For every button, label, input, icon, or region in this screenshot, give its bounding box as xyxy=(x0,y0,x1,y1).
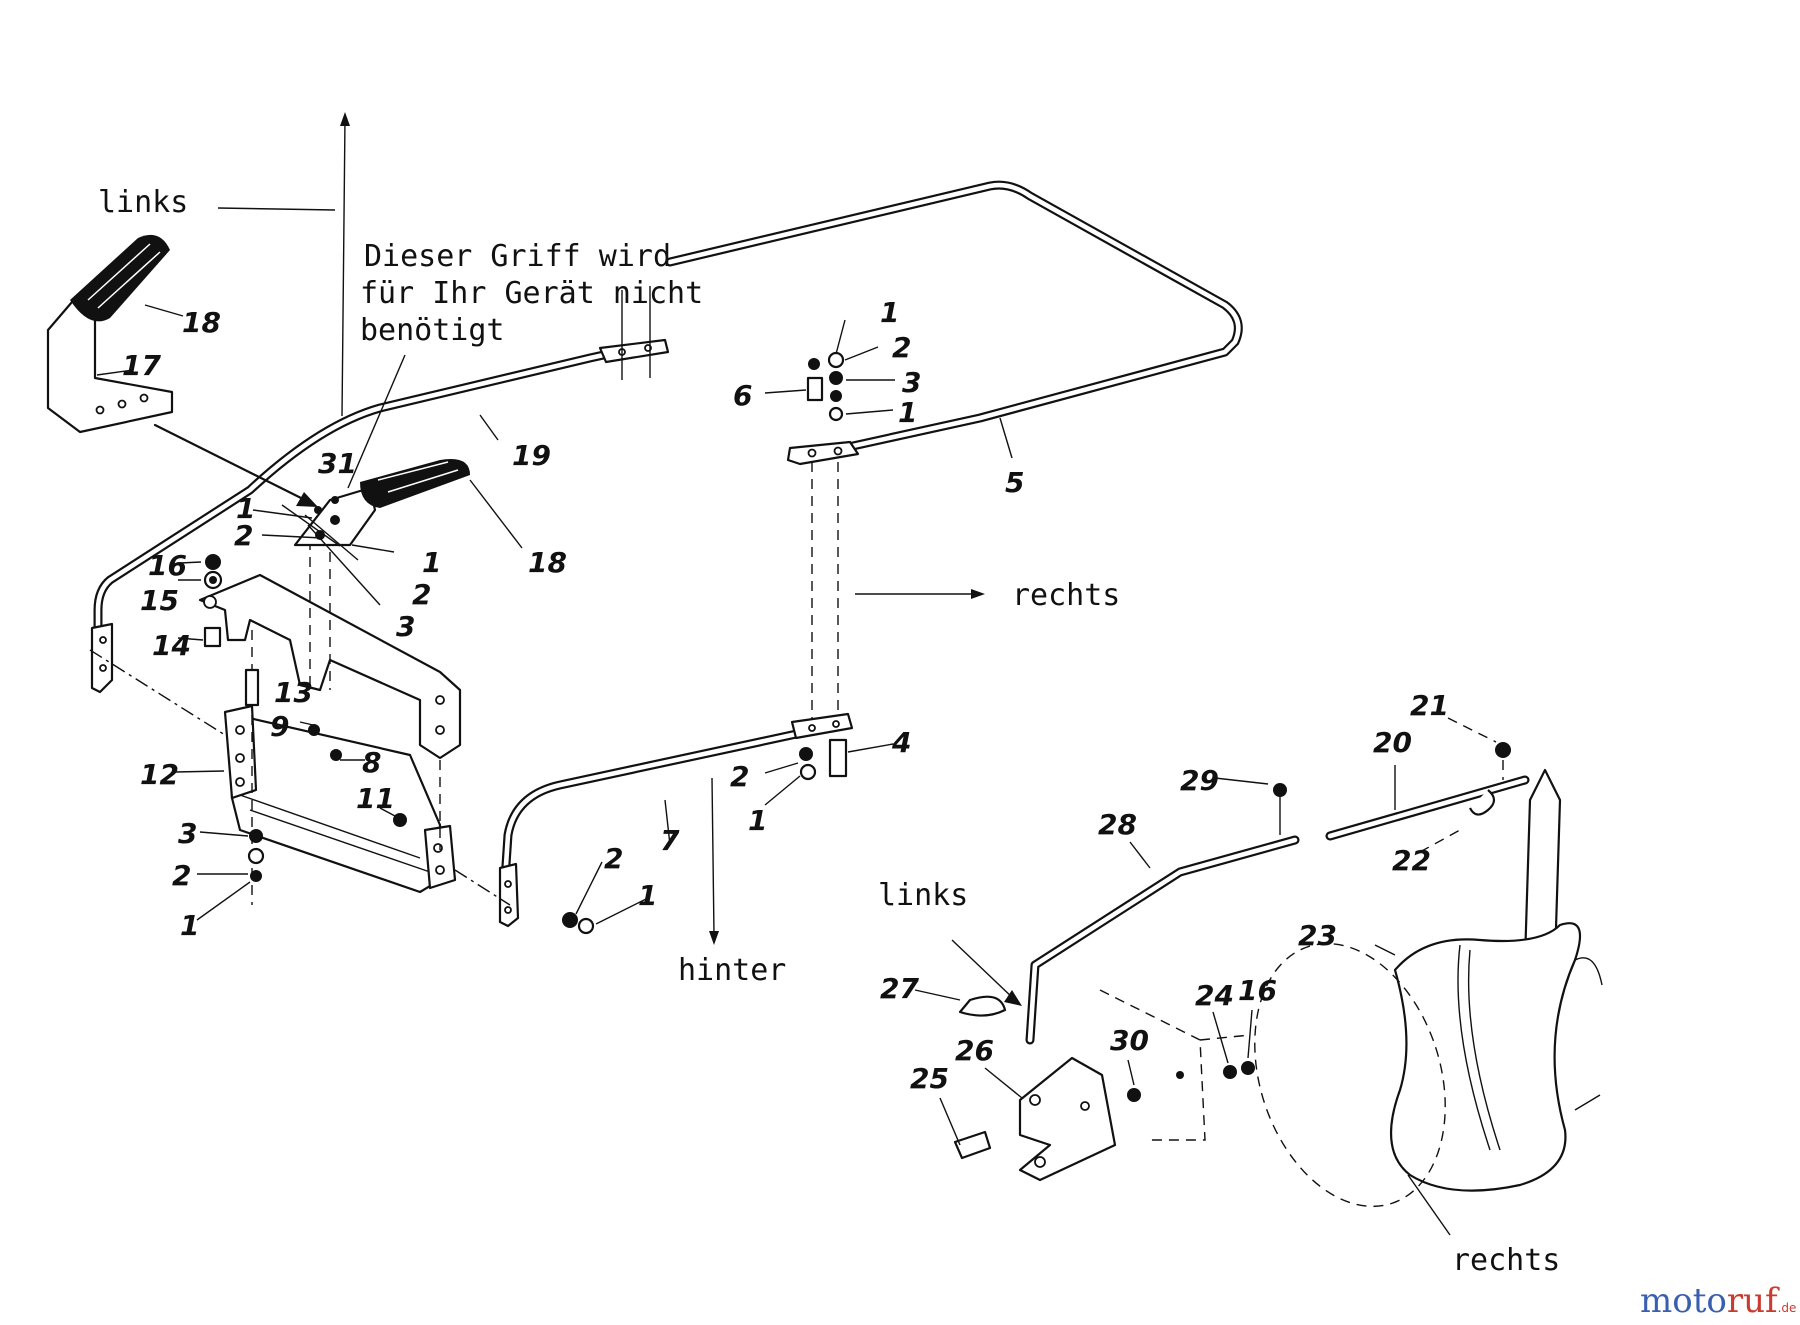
mount-plate xyxy=(198,535,462,905)
watermark-suffix: .de xyxy=(1778,1301,1797,1315)
callout-7: 7 xyxy=(660,824,680,857)
callout-16-left: 16 xyxy=(148,549,187,582)
callout-25: 25 xyxy=(910,1062,949,1095)
watermark-part-1: moto xyxy=(1640,1281,1727,1321)
bracket-12 xyxy=(89,649,511,906)
wheel xyxy=(1254,942,1451,1236)
callout-2-f: 2 xyxy=(730,760,749,793)
callout-18-right: 18 xyxy=(528,546,567,579)
note-line-2: für Ihr Gerät nicht xyxy=(360,276,703,311)
callout-11: 11 xyxy=(356,782,395,815)
direction-labels: links rechts hinter links rechts xyxy=(98,185,1560,1278)
callout-numbers: 18 17 19 31 18 1 2 1 2 3 16 15 14 13 9 8… xyxy=(122,296,1449,1095)
rod-28 xyxy=(951,783,1300,1045)
callout-15: 15 xyxy=(140,584,179,617)
callout-3-c: 3 xyxy=(902,366,921,399)
callout-4: 4 xyxy=(891,726,911,759)
callout-16-right: 16 xyxy=(1238,974,1277,1007)
grass-bag-23 xyxy=(1389,768,1603,1192)
callout-2-d: 2 xyxy=(604,842,623,875)
callout-6: 6 xyxy=(733,379,752,412)
rod-vertical xyxy=(811,462,839,720)
note-line-3: benötigt xyxy=(360,313,505,348)
callout-1-g: 1 xyxy=(748,804,767,837)
callout-18-left: 18 xyxy=(182,306,221,339)
note-text: Dieser Griff wird für Ihr Gerät nicht be… xyxy=(347,239,703,489)
label-hinter: hinter xyxy=(678,953,786,988)
leader-lines xyxy=(96,304,1497,1146)
callout-1-f: 1 xyxy=(898,396,917,429)
callout-22: 22 xyxy=(1392,844,1431,877)
callout-13: 13 xyxy=(274,676,313,709)
callout-2-e: 2 xyxy=(892,331,911,364)
callout-2-a: 2 xyxy=(234,519,253,552)
rod-19 xyxy=(90,286,670,694)
callout-21: 21 xyxy=(1410,689,1449,722)
label-links-bottom: links xyxy=(878,878,968,913)
note-line-1: Dieser Griff wird xyxy=(364,239,671,274)
callout-8: 8 xyxy=(362,746,381,779)
callout-3-a: 3 xyxy=(396,610,415,643)
callout-29: 29 xyxy=(1180,764,1219,797)
callout-5: 5 xyxy=(1005,466,1024,499)
callout-9: 9 xyxy=(270,710,289,743)
watermark-part-2: ruf xyxy=(1727,1281,1780,1321)
callout-27: 27 xyxy=(880,972,919,1005)
label-rechts-bottom: rechts xyxy=(1452,1243,1560,1278)
rod-5 xyxy=(665,180,1243,466)
callout-2-c: 2 xyxy=(172,859,191,892)
callout-20: 20 xyxy=(1373,726,1412,759)
pedal-pad-18-left xyxy=(70,234,170,322)
callout-31: 31 xyxy=(318,447,357,480)
rod-20 xyxy=(1325,742,1530,841)
rod-7 xyxy=(498,712,854,928)
callout-1-b: 1 xyxy=(422,546,441,579)
callout-3-b: 3 xyxy=(178,817,197,850)
callout-1-e: 1 xyxy=(880,296,899,329)
callout-12: 12 xyxy=(140,758,179,791)
callout-26: 26 xyxy=(955,1034,994,1067)
callout-24: 24 xyxy=(1195,979,1234,1012)
svg-text:motoruf.de: motoruf.de xyxy=(1640,1281,1796,1321)
pedal-31 xyxy=(293,459,470,547)
direction-arrows xyxy=(217,112,985,945)
callout-14: 14 xyxy=(152,629,191,662)
callout-19: 19 xyxy=(512,439,551,472)
callout-1-c: 1 xyxy=(180,909,199,942)
callout-17: 17 xyxy=(122,349,161,382)
label-links-top: links xyxy=(98,185,188,220)
callout-1-d: 1 xyxy=(638,879,657,912)
callout-30: 30 xyxy=(1110,1024,1149,1057)
bracket-26 xyxy=(953,989,1255,1182)
callout-28: 28 xyxy=(1098,808,1137,841)
watermark-logo: motoruf.de xyxy=(1640,1281,1796,1321)
callout-1-a: 1 xyxy=(236,492,255,525)
hardware xyxy=(203,351,848,935)
assembly-arrow xyxy=(153,423,318,507)
label-rechts-mid: rechts xyxy=(1012,578,1120,613)
callout-23: 23 xyxy=(1298,919,1337,952)
callout-2-b: 2 xyxy=(412,578,431,611)
